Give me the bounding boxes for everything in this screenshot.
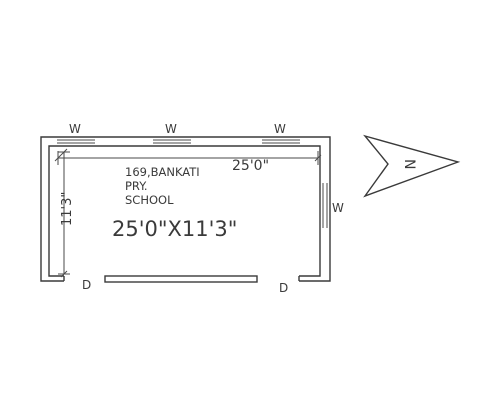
window-top-1: [57, 139, 95, 144]
window-label-2: W: [165, 122, 177, 136]
window-label-4: W: [332, 201, 344, 215]
width-dimension-label: 25'0": [232, 158, 269, 174]
window-right: [322, 183, 328, 228]
window-top-2: [153, 139, 191, 144]
school-name-line-1: 169,BANKATI: [125, 165, 200, 179]
north-arrow-label: N: [401, 159, 417, 169]
door-label-2: D: [279, 281, 288, 295]
north-arrow-icon: [363, 134, 461, 198]
window-label-3: W: [274, 122, 286, 136]
door-label-1: D: [82, 278, 91, 292]
height-dimension: [58, 148, 70, 278]
window-top-3: [262, 139, 300, 144]
width-dimension: [54, 151, 322, 165]
window-label-1: W: [69, 122, 81, 136]
room-size-label: 25'0"X11'3": [112, 217, 237, 241]
school-name-line-3: SCHOOL: [125, 193, 174, 207]
height-dimension-label: 11'3": [60, 192, 75, 226]
school-name-line-2: PRY.: [125, 179, 148, 193]
walls: [40, 136, 331, 283]
